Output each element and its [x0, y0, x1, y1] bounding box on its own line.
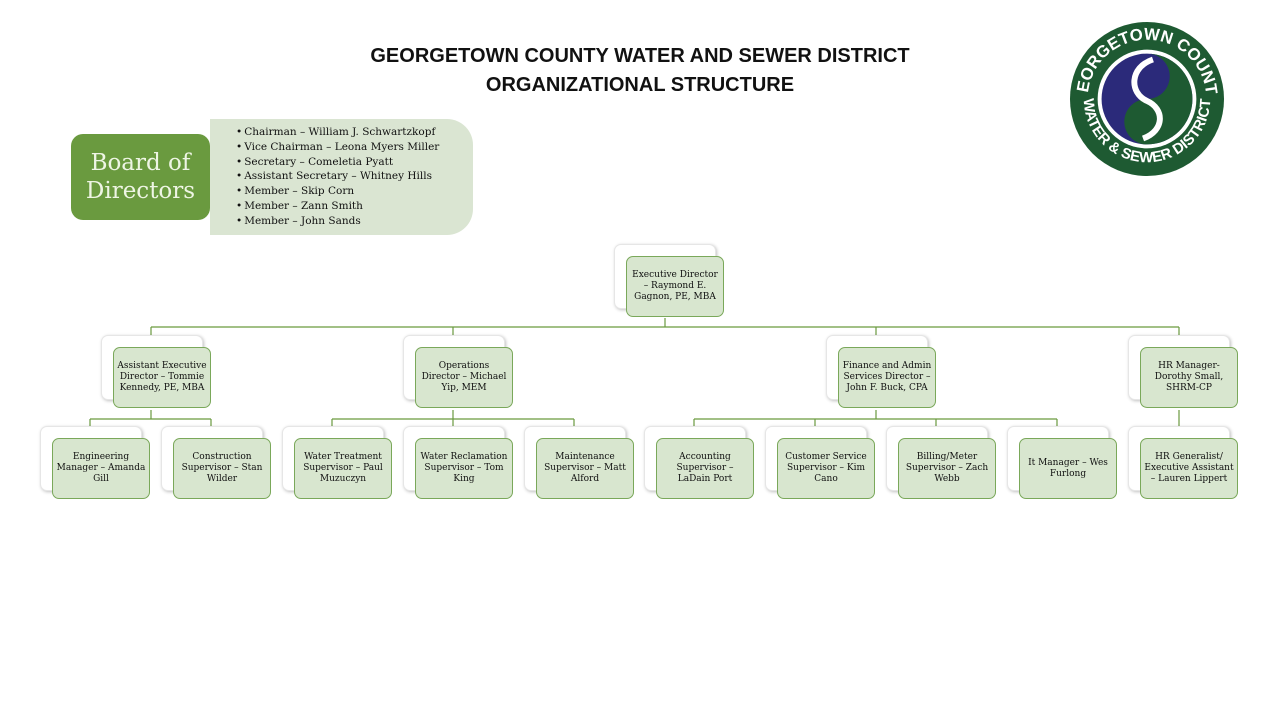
- node-staff: Billing/Meter Supervisor – Zach Webb: [886, 426, 998, 501]
- title-line-1: GEORGETOWN COUNTY WATER AND SEWER DISTRI…: [370, 45, 910, 67]
- node-director: Operations Director – Michael Yip, MEM: [403, 335, 515, 410]
- board-member: Member – John Sands: [236, 214, 473, 229]
- node-staff: It Manager – Wes Furlong: [1007, 426, 1119, 501]
- connector: [331, 410, 575, 428]
- node-director: Assistant Executive Director – Tommie Ke…: [101, 335, 213, 410]
- node-executive-director: Executive Director – Raymond E. Gagnon, …: [614, 244, 726, 319]
- board-member: Member – Zann Smith: [236, 199, 473, 214]
- connector: [693, 410, 1058, 428]
- node-staff: Maintenance Supervisor – Matt Alford: [524, 426, 636, 501]
- board-member: Assistant Secretary – Whitney Hills: [236, 169, 473, 184]
- node-staff: Accounting Supervisor – LaDain Port: [644, 426, 756, 501]
- connector: [89, 410, 212, 428]
- board-member: Member – Skip Corn: [236, 184, 473, 199]
- node-director: Finance and Admin Services Director – Jo…: [826, 335, 938, 410]
- board-member: Chairman – William J. Schwartzkopf: [236, 125, 473, 140]
- node-staff: Engineering Manager – Amanda Gill: [40, 426, 152, 501]
- node-director: HR Manager- Dorothy Small, SHRM-CP: [1128, 335, 1240, 410]
- node-staff: Water Treatment Supervisor – Paul Muzucz…: [282, 426, 394, 501]
- node-staff: Water Reclamation Supervisor – Tom King: [403, 426, 515, 501]
- node-staff: Construction Supervisor – Stan Wilder: [161, 426, 273, 501]
- board-member: Vice Chairman – Leona Myers Miller: [236, 140, 473, 155]
- board-members-list: Chairman – William J. Schwartzkopf Vice …: [210, 119, 473, 235]
- connector: [150, 318, 1180, 336]
- node-staff: Customer Service Supervisor – Kim Cano: [765, 426, 877, 501]
- node-staff: HR Generalist/ Executive Assistant – Lau…: [1128, 426, 1240, 501]
- title-line-2: ORGANIZATIONAL STRUCTURE: [485, 74, 795, 96]
- district-logo: GEORGETOWN COUNTY WATER & SEWER DISTRICT: [1068, 20, 1225, 177]
- board-of-directors-label: Board of Directors: [71, 134, 210, 220]
- board-member: Secretary – Comeletia Pyatt: [236, 155, 473, 170]
